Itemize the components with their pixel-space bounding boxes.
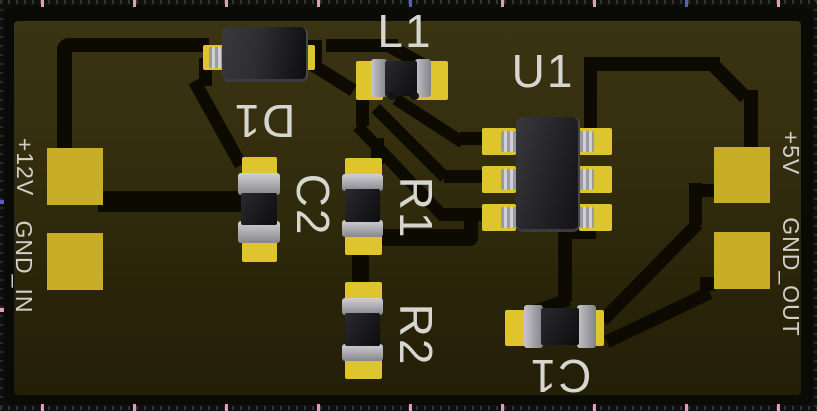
silkscreen-label-d1: D1 [232,95,296,147]
pad-plus5v [714,147,770,203]
ruler-ticks-left [0,0,3,411]
pad-gnd-out [714,232,770,289]
r1-cap-bottom [342,220,383,237]
l1-cap-left [371,59,387,97]
c1-body [541,308,579,345]
pad-plus12v [47,148,103,205]
ruler-ticks-top [0,0,817,4]
pad-gnd-in [47,233,103,290]
c1-cap-right [577,305,596,348]
l1-body [385,61,417,96]
r2-cap-top [342,298,383,315]
r1-body [345,189,380,222]
edge-label-gnd-in: GND_IN [11,220,38,314]
edge-label-plus12v: +12V [12,137,39,197]
silkscreen-label-u1: U1 [511,45,575,97]
r2-cap-bottom [342,344,383,361]
l1-cap-right [415,59,431,97]
silkscreen-label-r2: R2 [390,303,442,367]
d1-body [222,27,308,82]
c2-cap-bottom [238,221,280,243]
silkscreen-label-r1: R1 [390,176,442,240]
silkscreen-label-l1: L1 [377,5,433,57]
c1-cap-left [524,305,543,348]
r2-body [345,313,380,346]
u1-body [516,117,580,232]
l1-terminal-dot [410,92,419,100]
ruler-ticks-right [814,0,817,411]
ruler-ticks-bottom [0,406,817,410]
edge-label-plus5v: +5V [778,130,805,176]
l1-terminal-dot [388,92,397,100]
c2-body [241,193,277,225]
silkscreen-label-c2: C2 [287,173,339,237]
silkscreen-label-c1: C1 [528,350,592,402]
r1-cap-top [342,174,383,191]
c2-cap-top [238,173,280,195]
edge-label-gnd-out: GND_OUT [778,217,805,337]
